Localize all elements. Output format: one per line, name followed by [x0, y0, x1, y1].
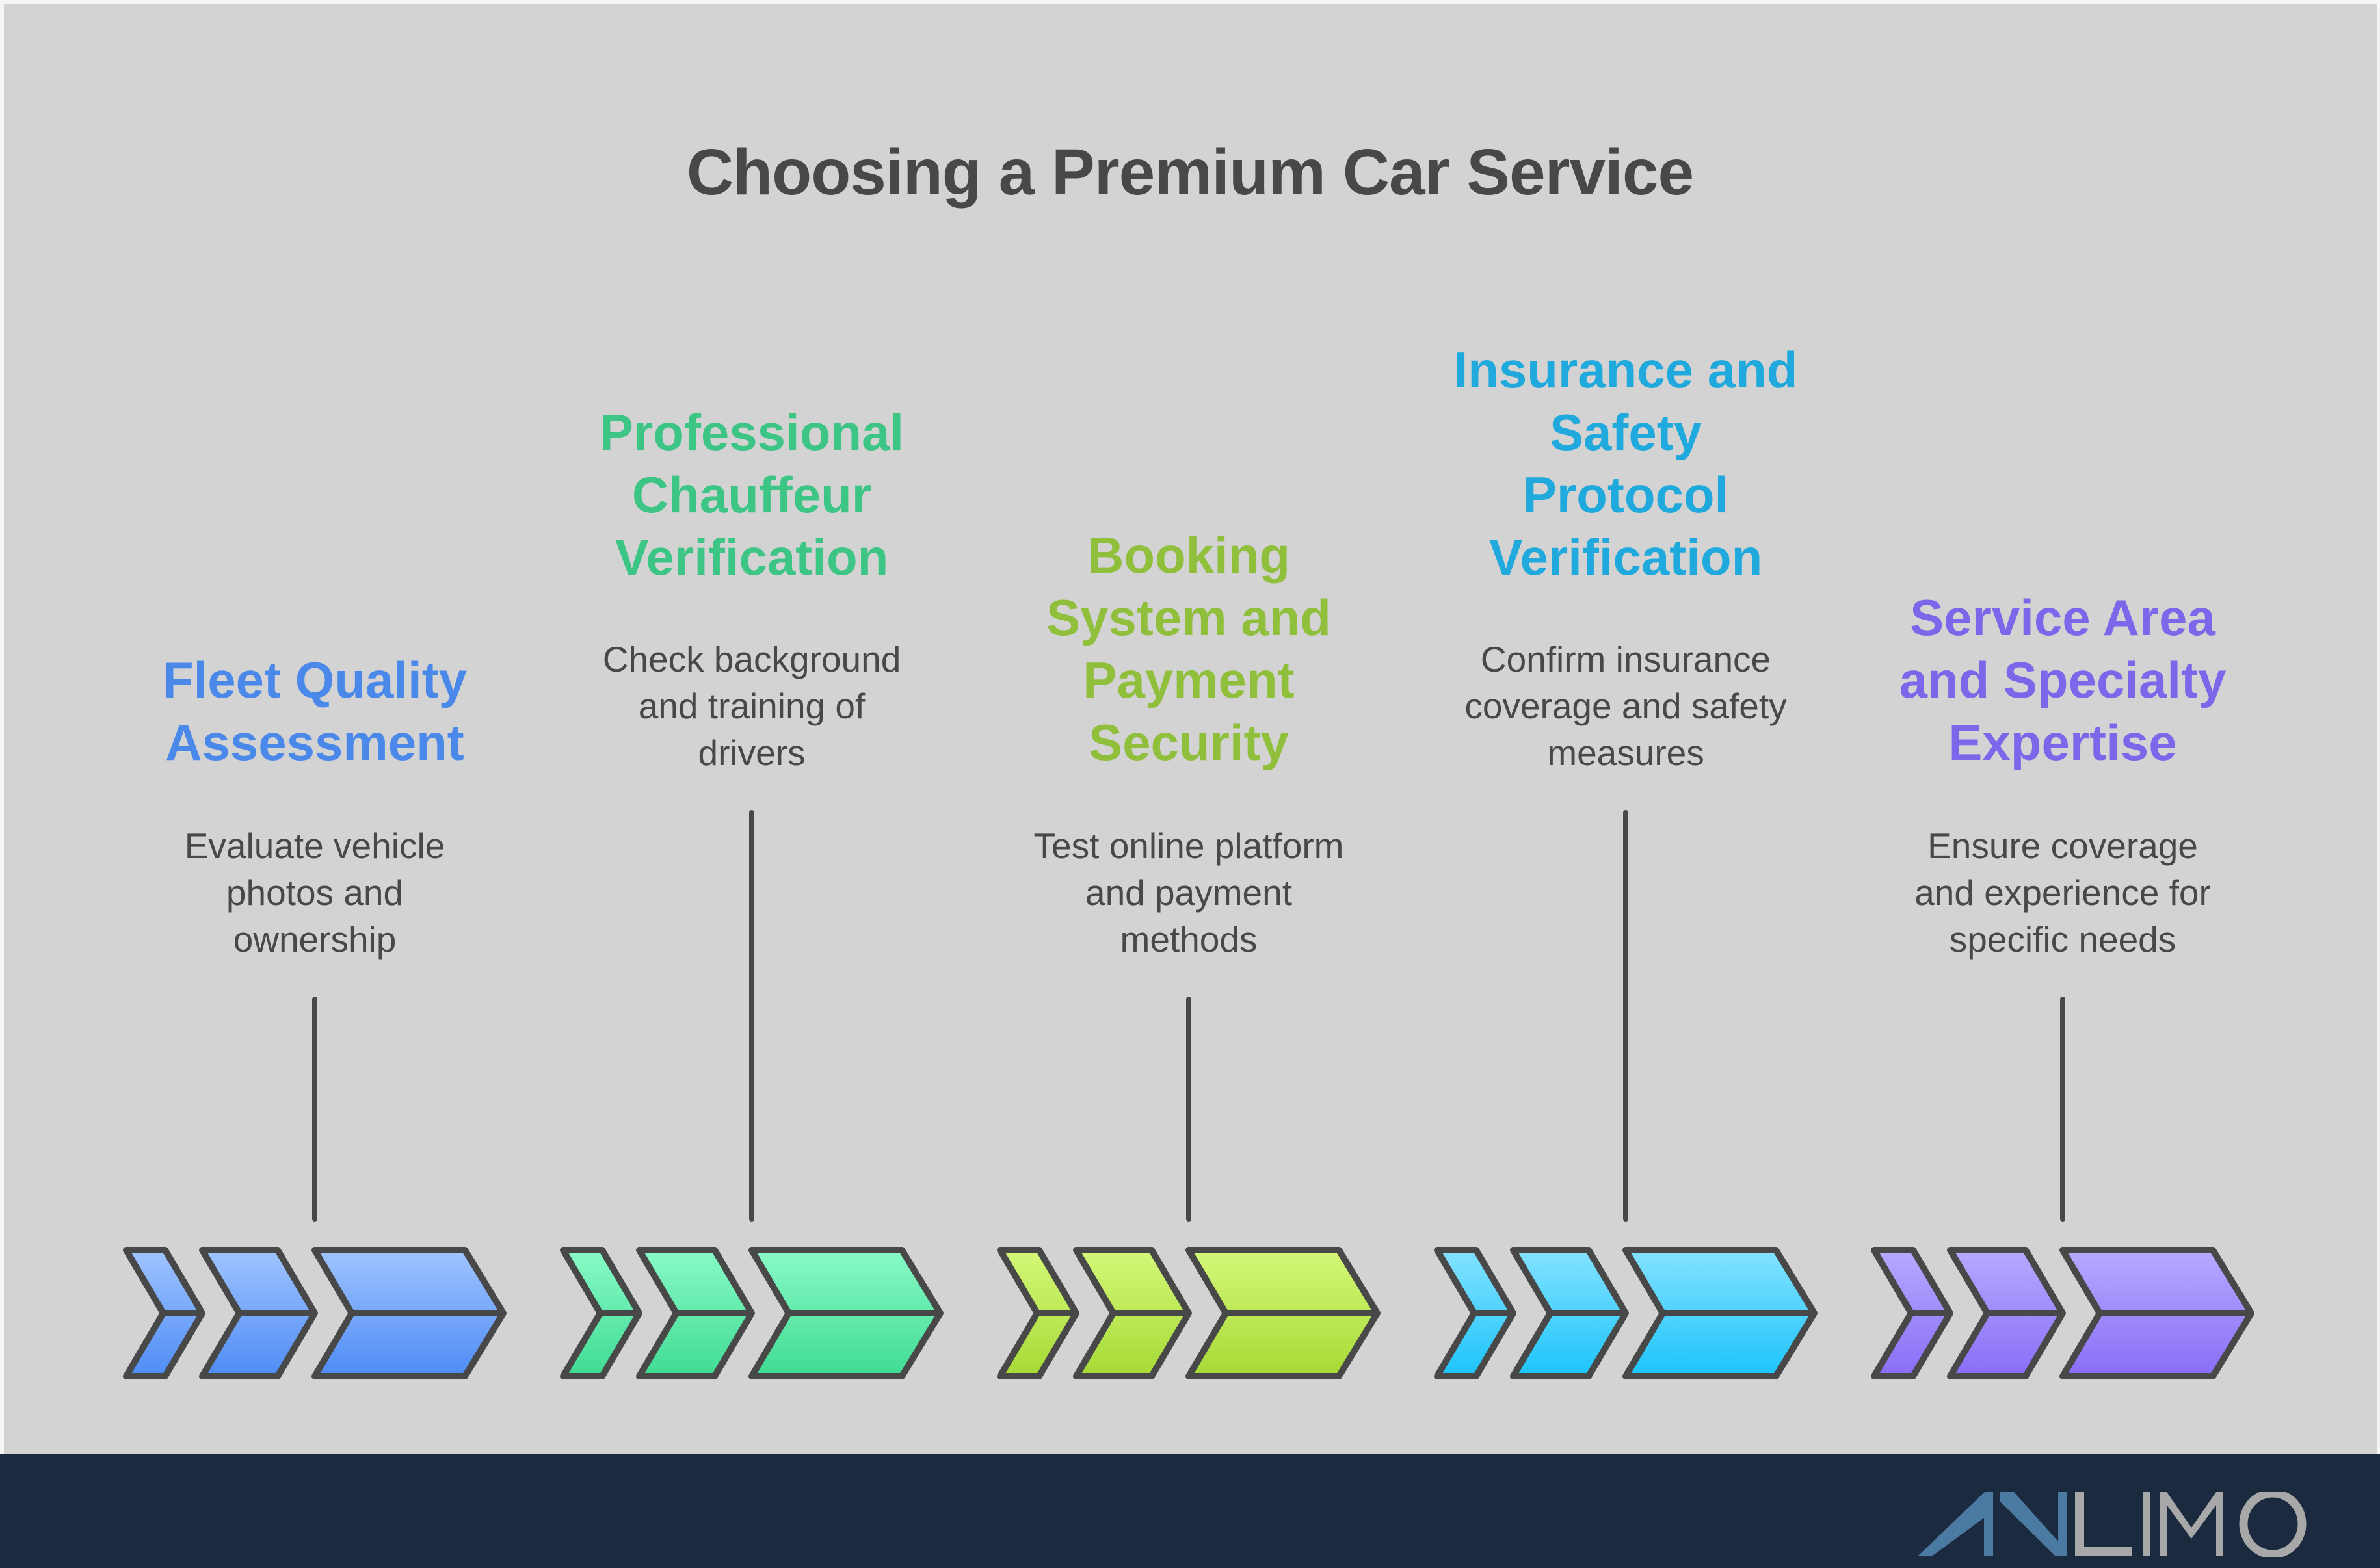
step-title-line: Professional [599, 404, 905, 461]
step-description-line: drivers [698, 733, 806, 773]
step-title-line: Expertise [1948, 714, 2177, 771]
step-title-line: Assessment [165, 714, 464, 771]
step-title-line: Payment [1083, 651, 1295, 709]
step-description-line: ownership [233, 919, 397, 960]
chevron-group [997, 1247, 1381, 1379]
step-title-line: Security [1089, 714, 1289, 771]
step-description-line: and training of [638, 686, 866, 726]
chevron-group [560, 1247, 944, 1379]
step-description-line: coverage and safety [1464, 686, 1787, 726]
step-description-line: Evaluate vehicle [184, 826, 445, 866]
step-description-line: Check background [602, 639, 901, 679]
step-title-line: Service Area [1910, 589, 2215, 646]
step-title-line: and Specialty [1899, 651, 2227, 709]
step-description: Evaluate vehicle photos and ownership [107, 822, 523, 963]
page-title: Choosing a Premium Car Service [686, 136, 1694, 209]
step-title-line: Insurance and [1453, 341, 1798, 399]
step-title-line: Booking [1087, 527, 1290, 584]
brand-logo [1918, 1492, 2307, 1557]
logo-accent-glyphs [1918, 1492, 2067, 1556]
step-description-line: and payment [1085, 872, 1292, 913]
step-description-line: methods [1120, 919, 1258, 960]
step-description: Confirm insurance coverage and safety meas… [1418, 636, 1834, 776]
step-description: Ensure coverage and experience for specifi… [1855, 822, 2271, 963]
chevron-group [1871, 1247, 2254, 1379]
chevron-group [123, 1247, 507, 1379]
step-description-line: and experience for [1914, 872, 2211, 913]
chevron-group [1434, 1247, 1818, 1379]
step-title-line: System and [1046, 589, 1331, 646]
step-title-line: Safety [1549, 404, 1702, 461]
step-description-line: Confirm insurance [1480, 639, 1771, 679]
step-description-line: Ensure coverage [1927, 826, 2198, 866]
step-description: Test online platform and payment methods [981, 822, 1397, 963]
step-title-line: Verification [615, 529, 889, 586]
step-description-line: Test online platform [1033, 826, 1344, 866]
step-title-line: Fleet Quality [162, 651, 468, 709]
step-description-line: measures [1547, 733, 1704, 773]
step-title-line: Verification [1488, 529, 1763, 586]
step-description-line: specific needs [1949, 919, 2176, 960]
step-description-line: photos and [226, 872, 404, 913]
step-description: Check background and training of drivers [544, 636, 960, 776]
step-title-line: Protocol [1522, 466, 1729, 523]
step-title-line: Chauffeur [631, 466, 872, 523]
logo-main-glyphs [2075, 1492, 2307, 1557]
